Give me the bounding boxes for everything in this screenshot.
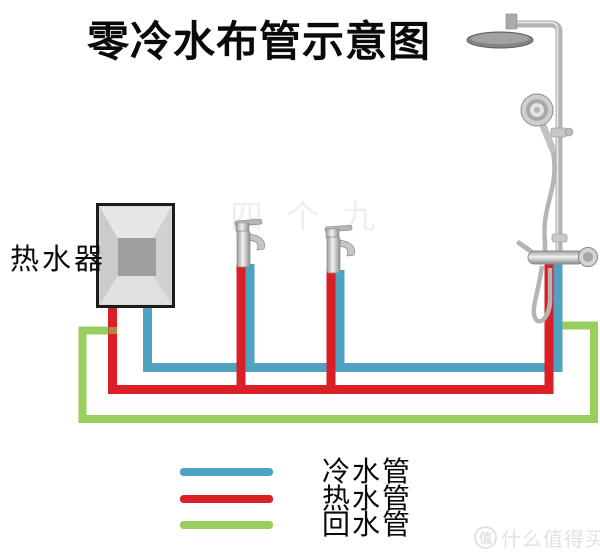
legend-label-cold: 冷水管 (322, 456, 413, 487)
legend-item-cold: 冷水管 (180, 458, 412, 486)
faucet-cartridge (235, 222, 250, 233)
water-heater-bevel-right (153, 207, 171, 304)
shower-set (466, 13, 598, 324)
rain-head-stem (505, 13, 518, 30)
handheld-face-center (534, 107, 540, 113)
cold-pipe-swatch-line (180, 468, 273, 476)
return-water-pipe (78, 321, 598, 423)
faucet-body (326, 236, 341, 274)
shower-hose-upper (542, 151, 557, 252)
legend-label-hot: 热水管 (322, 483, 413, 514)
riser-slider-clamp (550, 127, 568, 138)
hot-water-pipe (108, 262, 554, 394)
site-watermark: 值 什么值得买 (474, 523, 600, 552)
handheld-shower (520, 93, 557, 154)
shower-riser-highlight (510, 21, 559, 262)
water-heater (96, 203, 175, 308)
water-heater-bevel-left (100, 207, 118, 304)
mixer-knob-center (583, 252, 593, 262)
hot-pipe-swatch (180, 495, 273, 503)
rain-shower-head-top (471, 33, 529, 44)
water-heater-bevel-bottom (100, 275, 171, 304)
return-hot-junction (108, 327, 118, 334)
faucet-2 (324, 224, 356, 274)
cold-water-pipe (143, 262, 563, 372)
shower-hose-loop (531, 265, 553, 324)
mixer-lever (516, 240, 535, 255)
page-title: 零冷水布管示意图 (86, 18, 431, 65)
legend-item-hot: 热水管 (180, 485, 412, 513)
legend-label-return: 回水管 (322, 509, 413, 540)
faucet-cartridge (325, 228, 340, 239)
faucet-1 (234, 218, 266, 268)
cold-pipe-main-run (143, 262, 563, 372)
mixer-bar (527, 250, 585, 265)
handheld-handle (538, 119, 557, 154)
water-heater-label: 热水器 (10, 244, 107, 276)
hot-pipe-swatch-line (180, 495, 273, 503)
water-heater-panel (118, 238, 156, 276)
site-watermark-text: 什么值得买 (501, 529, 600, 551)
cold-pipe-swatch (180, 468, 273, 476)
legend-item-return: 回水管 (180, 511, 412, 539)
riser-tee (551, 233, 568, 243)
water-heater-bevel-top (100, 207, 171, 239)
site-watermark-badge-icon: 值 (474, 526, 497, 549)
riser-slider-knob (564, 127, 574, 137)
return-pipe-swatch (180, 521, 273, 529)
return-pipe-loop (78, 321, 598, 423)
return-pipe-swatch-line (180, 521, 273, 529)
faucet-body (236, 230, 251, 268)
